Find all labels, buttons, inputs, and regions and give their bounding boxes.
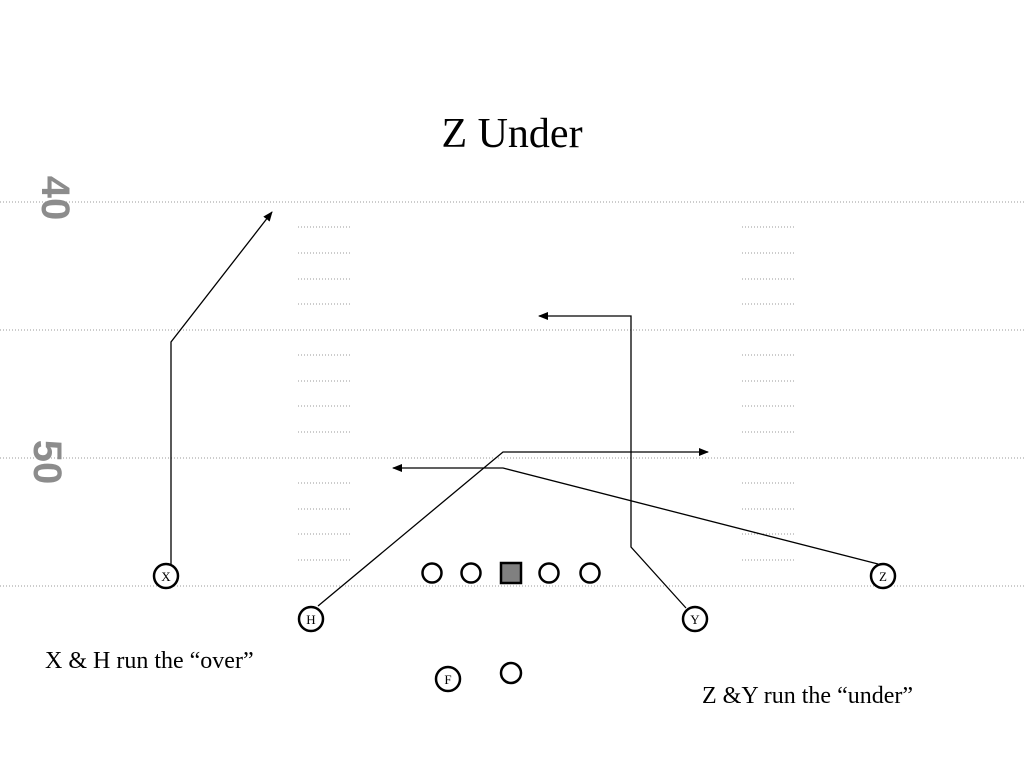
route-h (317, 448, 709, 607)
player-h-label: H (306, 612, 315, 627)
skill-players: X H Z Y F (152, 562, 897, 693)
player-f-label: F (444, 672, 451, 687)
route-x (170, 211, 273, 565)
note-over: X & H run the “over” (45, 648, 254, 674)
player-y: Y (681, 605, 709, 633)
player-x: X (152, 562, 180, 590)
player-y-label: Y (690, 612, 700, 627)
yard-number-50: 50 (25, 440, 69, 485)
player-z: Z (869, 562, 897, 590)
note-under: Z &Y run the “under” (702, 683, 914, 709)
player-h: H (297, 605, 325, 633)
player-x-label: X (161, 569, 171, 584)
play-title: Z Under (441, 111, 583, 157)
player-f: F (434, 665, 462, 693)
yard-lines (0, 201, 1024, 587)
route-y (538, 312, 687, 609)
lineman-circle (538, 562, 560, 584)
yard-number-40: 40 (33, 176, 77, 221)
lineman-circle (421, 562, 443, 584)
lineman-circle (579, 562, 601, 584)
center-square (499, 561, 523, 585)
quarterback-circle (499, 661, 523, 685)
hash-marks-right (742, 226, 794, 561)
hash-marks-left (298, 226, 350, 561)
route-z (392, 464, 879, 565)
player-z-label: Z (879, 569, 887, 584)
offensive-line (421, 561, 601, 685)
routes (170, 211, 879, 609)
lineman-circle (460, 562, 482, 584)
